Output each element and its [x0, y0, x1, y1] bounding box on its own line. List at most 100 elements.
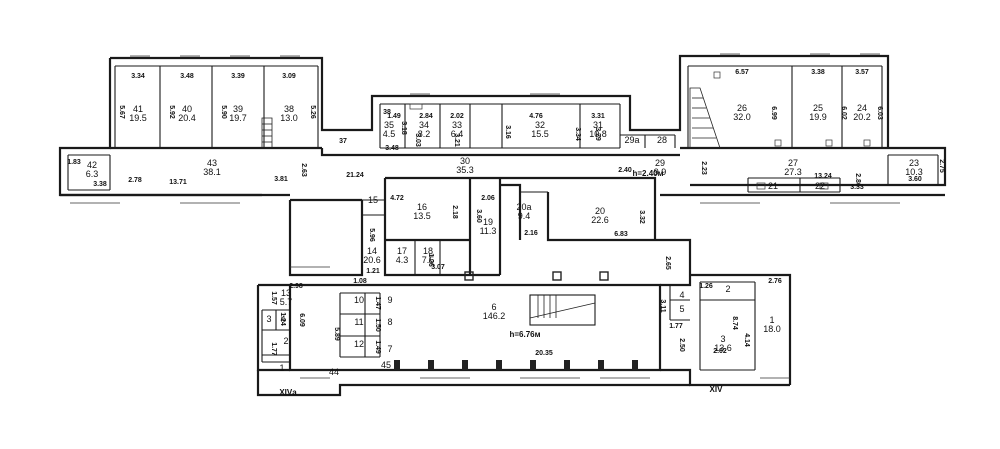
room-3-right-area: 13.6 — [714, 343, 732, 353]
room-41-number: 41 — [133, 104, 143, 114]
dimension-label: 1.57 — [270, 291, 277, 305]
dimension-label: 3.31 — [591, 113, 605, 120]
room-35-area: 4.5 — [383, 129, 396, 139]
room-44-number: 44 — [329, 367, 339, 377]
dimension-label: 3.03 — [414, 133, 421, 147]
room-34-area: 8.2 — [418, 129, 431, 139]
room-19-area: 11.3 — [480, 226, 497, 236]
room-2-right-number: 2 — [725, 284, 730, 294]
dimension-label: 13.24 — [814, 173, 832, 180]
dimension-label: 1.49 — [387, 113, 401, 120]
dimension-label: 3.60 — [475, 209, 482, 223]
room-18-number: 18 — [423, 246, 433, 256]
room-13-number: 13 — [281, 288, 291, 298]
room-14-area: 20.6 — [363, 255, 381, 265]
dimension-label: 37 — [339, 138, 347, 145]
room-4-number: 4 — [280, 314, 285, 324]
room-28-number: 28 — [657, 135, 667, 145]
dimension-label: 1.21 — [366, 268, 380, 275]
dimension-label: 4.72 — [390, 195, 404, 202]
room-20a-number: 20а — [516, 202, 531, 212]
room-32-area: 15.5 — [531, 129, 549, 139]
room-38-area: 13.0 — [280, 113, 298, 123]
room-8-number: 8 — [387, 317, 392, 327]
room-33-number: 33 — [452, 120, 462, 130]
dimension-label: 3.39 — [231, 73, 245, 80]
room-23-number: 23 — [909, 158, 919, 168]
dimension-label: 2.84 — [419, 113, 433, 120]
dimension-label: 5.90 — [220, 105, 227, 119]
room-1-right-number: 1 — [769, 315, 774, 325]
room-26-area: 32.0 — [733, 112, 751, 122]
dimension-label: 2.23 — [700, 161, 707, 175]
room-22-number: 22 — [815, 181, 825, 191]
dimension-label: 1.83 — [67, 159, 81, 166]
room-27-area: 27.3 — [784, 167, 802, 177]
dimension-label: 6.99 — [770, 106, 777, 120]
columns — [394, 271, 638, 370]
room-35-number: 35 — [384, 120, 394, 130]
dimension-label: 3.81 — [274, 176, 288, 183]
axis-label-right: XIV — [710, 385, 724, 394]
dimension-label: 2.75 — [938, 159, 945, 173]
dimension-label: 5.26 — [309, 105, 316, 119]
room-21-number: 21 — [768, 181, 778, 191]
dimension-label: 20.35 — [535, 350, 553, 357]
dimension-label: 3.11 — [659, 299, 666, 312]
room-31-number: 31 — [593, 120, 603, 130]
dimension-label: 1.49 — [374, 340, 381, 354]
dimension-label: 3.07 — [431, 264, 445, 271]
room-30-area: 35.3 — [456, 165, 474, 175]
dimension-label: 3.48 — [180, 73, 194, 80]
room-25-number: 25 — [813, 103, 823, 113]
dimension-label: 6.03 — [876, 106, 883, 120]
dimension-label: 2.50 — [678, 338, 685, 352]
corridor-height-label: h=2.40м — [632, 169, 663, 178]
room-6-area: 146.2 — [483, 311, 506, 321]
room-3-right-number: 3 — [720, 334, 725, 344]
room-2-left-number: 2 — [283, 336, 288, 346]
room-27-number: 27 — [788, 158, 798, 168]
room-10-number: 10 — [354, 295, 364, 305]
room-40-area: 20.4 — [178, 113, 196, 123]
room-34-number: 34 — [419, 120, 429, 130]
dimension-label: 2.40 — [618, 167, 632, 174]
room-15-number: 15 — [368, 195, 378, 205]
room-42-area: 6.3 — [86, 169, 99, 179]
room-39-number: 39 — [233, 104, 243, 114]
room-20-area: 22.6 — [591, 215, 609, 225]
dimension-label: 5.89 — [333, 327, 340, 341]
dimension-label: 2.06 — [481, 195, 495, 202]
dimension-label: 1.47 — [374, 296, 381, 310]
dimension-label: 3.29 — [594, 127, 601, 141]
dimension-label: 3.16 — [504, 125, 511, 139]
dimension-label: 6.83 — [614, 231, 628, 238]
room-16-area: 13.5 — [413, 211, 431, 221]
room-32-number: 32 — [535, 120, 545, 130]
dimension-label: 2.98 — [289, 283, 303, 290]
room-25-area: 19.9 — [809, 112, 827, 122]
room-1-right-area: 18.0 — [763, 324, 781, 334]
dimension-label: 1.08 — [353, 278, 367, 285]
room-labels: 4119.54020.43919.73813.0426.34338.1354.5… — [86, 103, 923, 377]
dimension-label: 2.63 — [300, 163, 307, 177]
room-31-area: 10.8 — [589, 129, 607, 139]
room-5-number: 5 — [679, 304, 684, 314]
dimension-label: 2.86 — [854, 173, 861, 187]
room-3-number: 3 — [266, 314, 271, 324]
dimension-label: 5.67 — [118, 105, 125, 119]
room-30-number: 30 — [460, 156, 470, 166]
room-4-right-number: 4 — [679, 290, 684, 300]
dimension-label: 6.09 — [298, 313, 305, 327]
dimension-label: 3.38 — [93, 181, 107, 188]
room-41-area: 19.5 — [129, 113, 147, 123]
room-29a-number: 29а — [624, 135, 639, 145]
dimension-label: 3.60 — [908, 176, 922, 183]
axis-label-left: XIVа — [279, 388, 297, 397]
dimension-label: 2.02 — [713, 348, 727, 355]
dimension-label: 2.16 — [524, 230, 538, 237]
room-24-area: 20.2 — [853, 112, 871, 122]
dimension-label: 3.18 — [400, 121, 407, 135]
